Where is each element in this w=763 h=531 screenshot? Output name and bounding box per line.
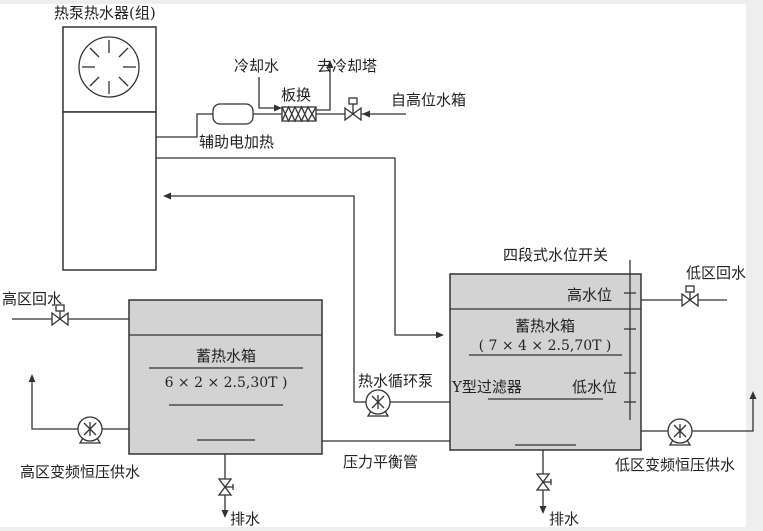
label-from-high-tank: 自高位水箱	[391, 91, 466, 109]
heat-pump-fan-section	[62, 26, 157, 113]
storage-tank-small	[128, 299, 323, 455]
small-tank-name: 蓄热水箱	[196, 347, 256, 365]
label-aux-heater: 辅助电加热	[199, 133, 274, 151]
label-four-stage-switch: 四段式水位开关	[503, 246, 608, 264]
label-high-zone-return: 高区回水	[2, 290, 62, 308]
label-high-level: 高水位	[567, 286, 612, 304]
label-y-filter: Y型过滤器	[451, 378, 522, 396]
hot-water-supply-pipe	[156, 157, 437, 336]
heat-pump-unit	[62, 26, 157, 271]
label-high-zone-supply: 高区变频恒压供水	[20, 463, 140, 481]
aux-heater-pipeline	[156, 60, 406, 138]
arrow-icon	[274, 104, 282, 112]
large-tank-spec: ( 7 × 4 × 2.5,70T )	[479, 338, 612, 354]
arrow-icon	[539, 506, 547, 514]
level-switch	[624, 260, 636, 420]
label-cooling-water: 冷却水	[234, 57, 279, 75]
arrow-icon	[362, 110, 370, 118]
pump-icon	[365, 389, 391, 417]
valve-icon	[51, 304, 69, 327]
label-low-level: 低水位	[572, 378, 617, 396]
label-drain-right: 排水	[549, 510, 579, 528]
fan-icon	[78, 36, 140, 98]
large-tank-name: 蓄热水箱	[515, 317, 575, 335]
arrow-icon	[749, 391, 757, 399]
label-plate-exchanger: 板换	[281, 86, 311, 104]
arrow-icon	[221, 510, 229, 518]
arrow-icon	[326, 60, 334, 68]
label-drain-left: 排水	[230, 510, 260, 528]
aux-heater-tank	[212, 103, 254, 125]
pump-icon	[77, 416, 103, 444]
label-circulation-pump: 热水循环泵	[358, 372, 433, 390]
arrow-icon	[163, 192, 171, 200]
label-low-zone-supply: 低区变频恒压供水	[615, 456, 735, 474]
small-tank-spec: 6 × 2 × 2.5,30T )	[165, 375, 288, 391]
pump-icon	[667, 418, 693, 446]
label-balance-pipe: 压力平衡管	[343, 453, 418, 471]
heat-pump-title: 热泵热水器(组)	[54, 4, 156, 22]
hot-water-return-pipe	[170, 195, 355, 402]
label-to-cooling-tower: 去冷却塔	[317, 57, 377, 75]
storage-tank-large	[449, 273, 642, 451]
heat-pump-body	[62, 111, 157, 271]
arrow-icon	[436, 331, 444, 339]
label-low-zone-return: 低区回水	[686, 264, 746, 282]
arrow-icon	[28, 374, 36, 382]
